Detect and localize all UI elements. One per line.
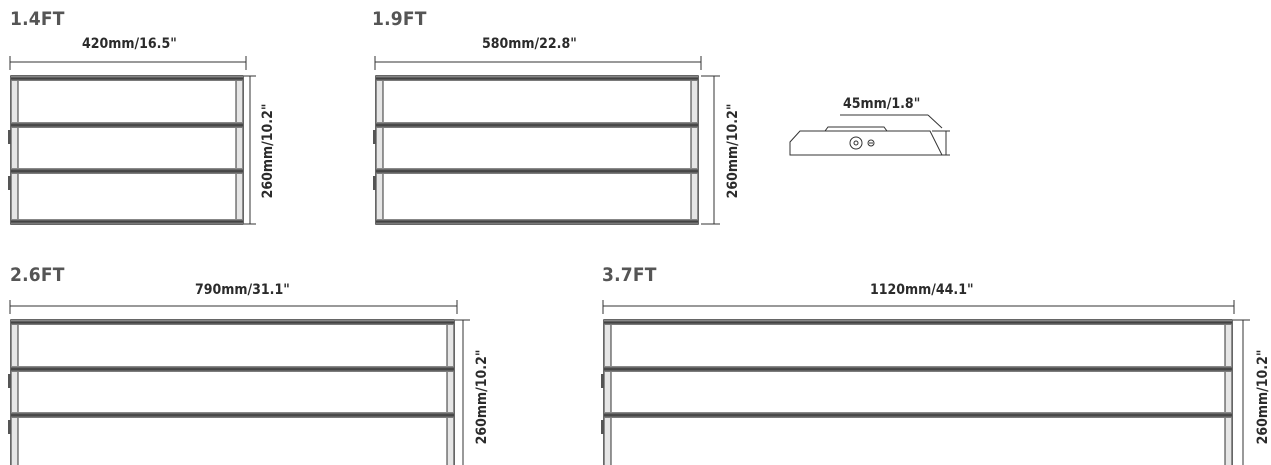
fixture-2-title: 1.9FT [372, 8, 427, 30]
fixture-2-width-label: 580mm/22.8" [482, 36, 577, 52]
fixture-2-drawing [373, 56, 720, 225]
fixture-3-drawing [8, 300, 470, 465]
fixture-4-width-label: 1120mm/44.1" [870, 282, 974, 298]
cable-gland-icon [849, 136, 863, 150]
fixture-4-drawing [601, 300, 1250, 465]
fixture-1-width-label: 420mm/16.5" [82, 36, 177, 52]
fixture-3-width-label: 790mm/31.1" [195, 282, 290, 298]
fixture-3-title: 2.6FT [10, 264, 65, 286]
fixture-4-title: 3.7FT [602, 264, 657, 286]
fixture-1-drawing [8, 56, 256, 225]
fixture-1-title: 1.4FT [10, 8, 65, 30]
side-view-drawing [789, 114, 950, 156]
side-view-depth-label: 45mm/1.8" [843, 96, 921, 112]
